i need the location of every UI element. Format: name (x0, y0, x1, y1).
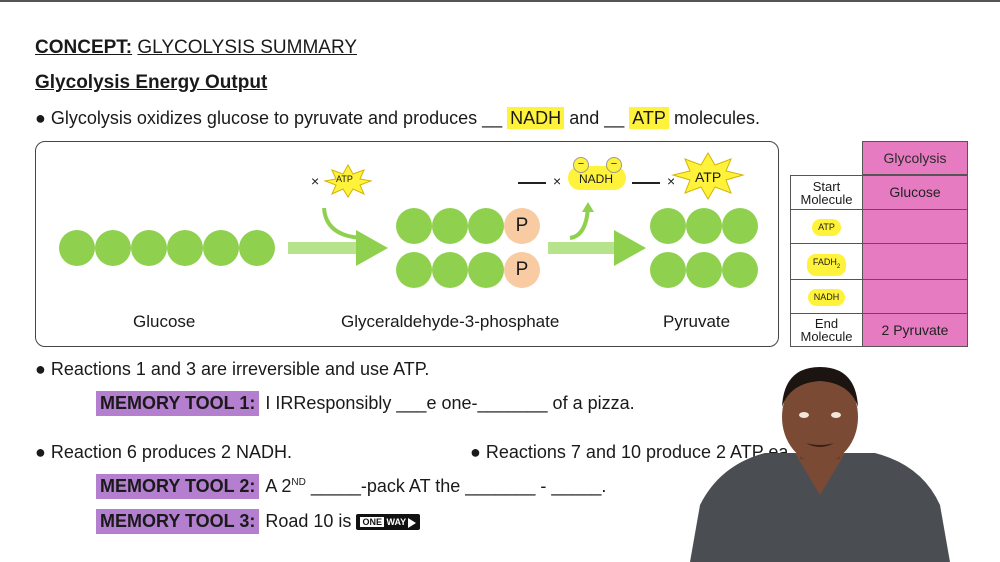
end-molecule-label: End Molecule (790, 313, 863, 347)
phosphate-group: P (504, 208, 540, 244)
pyruvate-carbon (686, 208, 722, 244)
memory-tool-1: MEMORY TOOL 1:I IRResponsibly ___e one-_… (96, 391, 635, 416)
atp-star-small-icon (324, 164, 372, 198)
nadh-label: NADH (579, 172, 614, 186)
glucose-carbon (131, 230, 167, 266)
g3p-carbon (432, 252, 468, 288)
g3p-carbon (396, 208, 432, 244)
memory-tool-2-label: MEMORY TOOL 2: (96, 474, 260, 499)
nadh-count-blank (518, 174, 552, 192)
atp-star-large-icon (671, 152, 745, 200)
reactions-1-3-note: ● Reactions 1 and 3 are irreversible and… (35, 359, 430, 379)
g3p-carbon (396, 252, 432, 288)
glucose-carbon (203, 230, 239, 266)
atp-large-label: ATP (695, 169, 722, 185)
nadh-row-label: NADH (790, 279, 863, 314)
presenter-video (690, 367, 950, 562)
glycolysis-diagram: × ATP P P × − − NADH × ATP Glucose Glyce… (35, 141, 779, 347)
pyruvate-carbon (686, 252, 722, 288)
pyruvate-carbon (650, 252, 686, 288)
g3p-carbon (468, 252, 504, 288)
memory-tool-3: MEMORY TOOL 3:Road 10 is ONE WAY (96, 509, 421, 534)
glucose-carbon (59, 230, 95, 266)
nadh-highlight: NADH (507, 107, 565, 129)
nadh-row-value[interactable] (862, 279, 968, 314)
multiplier-sign: × (311, 173, 320, 189)
electron-icon: − (606, 157, 622, 173)
top-border (0, 0, 1000, 2)
fadh2-row-value[interactable] (862, 243, 968, 280)
nadh-output-curve (569, 202, 594, 240)
page-title: CONCEPT: GLYCOLYSIS SUMMARY (35, 37, 358, 58)
reaction-6-note: ● Reaction 6 produces 2 NADH. (35, 442, 292, 462)
pyruvate-carbon (722, 208, 758, 244)
memory-tool-3-label: MEMORY TOOL 3: (96, 509, 260, 534)
fadh2-icon: FADH2 (806, 254, 847, 276)
atp-count-blank (632, 174, 666, 192)
atp-small-label: ATP (336, 174, 353, 184)
glucose-label: Glucose (133, 312, 196, 331)
multiplier-sign: × (667, 173, 676, 189)
g3p-carbon (468, 208, 504, 244)
intro-bullet: ● Glycolysis oxidizes glucose to pyruvat… (35, 107, 760, 129)
fadh2-row-label: FADH2 (790, 243, 863, 280)
table-header: Glycolysis (862, 141, 968, 175)
g3p-label: Glyceraldehyde-3-phosphate (341, 312, 560, 331)
glucose-carbon (167, 230, 203, 266)
nadh-icon: NADH (807, 289, 846, 306)
electron-icon: − (573, 157, 589, 173)
memory-tool-2: MEMORY TOOL 2:A 2ND _____-pack AT the __… (96, 474, 606, 499)
start-molecule-label: Start Molecule (790, 175, 863, 210)
reaction-arrow-2 (548, 230, 648, 266)
one-way-sign-icon: ONE WAY (356, 514, 421, 531)
phosphate-group: P (504, 252, 540, 288)
g3p-carbon (432, 208, 468, 244)
pyruvate-carbon (650, 208, 686, 244)
atp-row-value[interactable] (862, 209, 968, 244)
atp-icon: ATP (812, 219, 841, 236)
pyruvate-label: Pyruvate (663, 312, 731, 331)
glucose-carbon (239, 230, 275, 266)
glucose-carbon (95, 230, 131, 266)
start-molecule-value: Glucose (862, 175, 968, 210)
multiplier-sign: × (553, 173, 562, 189)
atp-row-label: ATP (790, 209, 863, 244)
memory-tool-1-label: MEMORY TOOL 1: (96, 391, 260, 416)
section-subtitle: Glycolysis Energy Output (35, 72, 268, 93)
atp-highlight: ATP (629, 107, 669, 129)
end-molecule-value: 2 Pyruvate (862, 313, 968, 347)
reactions-7-10-note: ● Reactions 7 and 10 produce 2 ATP ea (470, 442, 789, 462)
pyruvate-carbon (722, 252, 758, 288)
atp-input-curve (322, 207, 363, 240)
reaction-arrow-1 (288, 230, 388, 266)
